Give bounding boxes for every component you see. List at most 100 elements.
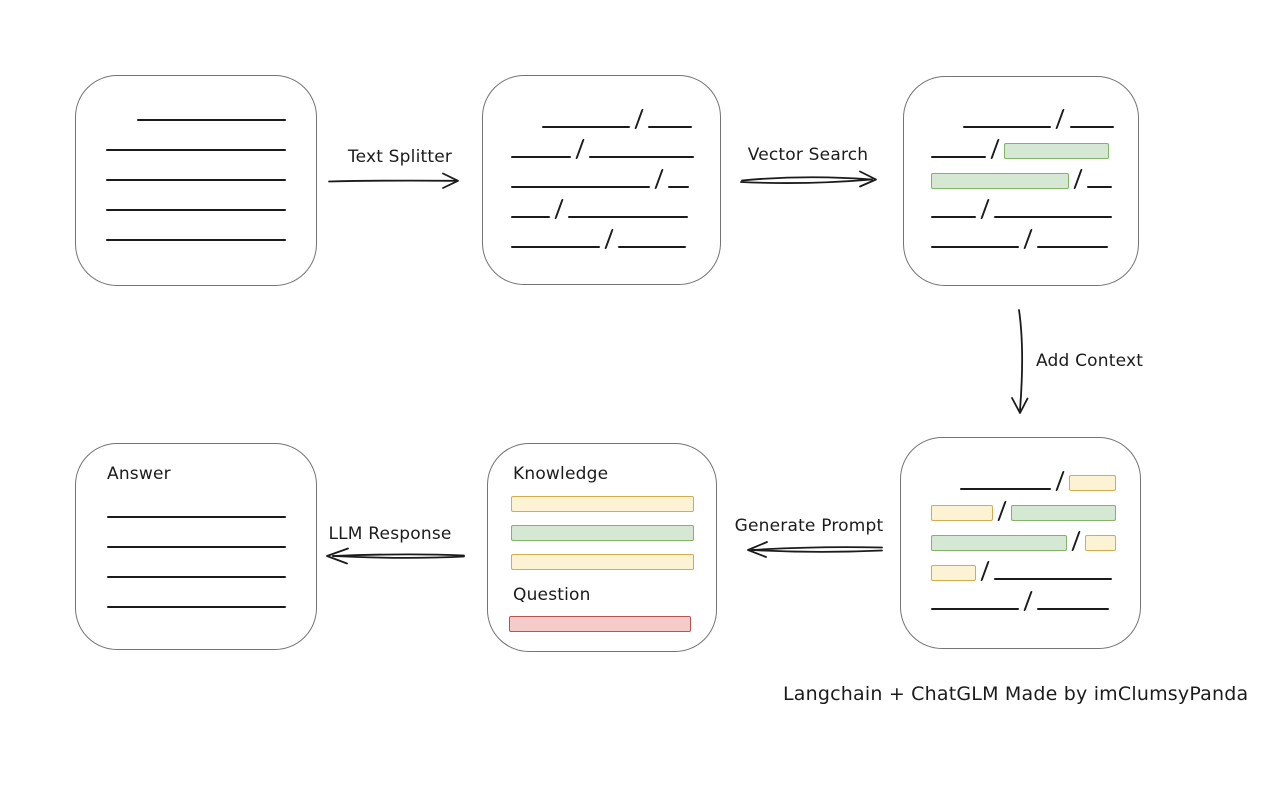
text-line-segment: [1069, 126, 1115, 128]
split-text-node: [482, 75, 721, 285]
answer-title: Answer: [107, 464, 171, 484]
document-text-lines: [76, 76, 316, 242]
text-line-segment: [107, 546, 286, 548]
highlight-chunk-yellow: [931, 505, 993, 521]
text-line-segment: [106, 179, 286, 181]
red-bar: [509, 616, 691, 632]
answer-lines: [76, 444, 316, 609]
slash-separator: [634, 109, 644, 129]
text-line-segment: [511, 156, 572, 158]
text-row: [931, 99, 1115, 129]
highlight-chunk-yellow: [1069, 475, 1116, 491]
text-line-segment: [668, 186, 690, 188]
text-line-segment: [962, 126, 1052, 128]
text-row: [107, 489, 286, 519]
text-line-segment: [568, 216, 689, 218]
text-row: [106, 92, 286, 122]
slash-separator: [1023, 229, 1033, 249]
text-row: [107, 549, 286, 579]
generate-prompt-label: Generate Prompt: [734, 516, 884, 536]
indent-spacer: [931, 128, 963, 129]
indent-spacer: [106, 121, 137, 122]
text-row: [931, 521, 1116, 551]
slash-separator: [575, 139, 585, 159]
split-text-lines: [483, 76, 720, 249]
question-title: Question: [513, 585, 591, 605]
text-line-segment: [931, 156, 986, 158]
highlight-chunk-green: [1011, 505, 1117, 521]
slash-separator: [1073, 169, 1083, 189]
indent-spacer: [511, 128, 542, 129]
highlight-chunk-yellow: [1085, 535, 1116, 551]
text-row: [511, 129, 694, 159]
slash-separator: [1055, 471, 1065, 491]
text-row: [931, 551, 1116, 581]
llm-response-label: LLM Response: [328, 524, 452, 544]
document-node: [75, 75, 317, 286]
green-bar: [511, 525, 694, 541]
slash-separator: [654, 169, 664, 189]
text-line-segment: [931, 216, 976, 218]
text-row: [931, 461, 1116, 491]
highlight-chunk-yellow: [931, 565, 976, 581]
text-line-segment: [1037, 246, 1109, 248]
context-lines: [901, 438, 1140, 611]
slash-separator: [997, 501, 1007, 521]
slash-separator: [1071, 531, 1082, 551]
answer-node: Answer: [75, 443, 317, 650]
vector-search-arrow: [740, 170, 877, 188]
text-row: [106, 152, 286, 182]
slash-separator: [980, 561, 990, 581]
text-row: [106, 122, 286, 152]
vector-matches-node: [903, 76, 1139, 286]
text-line-segment: [1037, 608, 1110, 610]
add-context-arrow: [1011, 309, 1029, 414]
text-row: [106, 212, 286, 242]
slash-separator: [980, 199, 990, 219]
text-row: [931, 219, 1114, 249]
text-line-segment: [511, 216, 550, 218]
text-line-segment: [107, 576, 286, 578]
text-row: [931, 581, 1116, 611]
text-line-segment: [931, 246, 1019, 248]
text-line-segment: [589, 156, 694, 158]
yellow-bar: [511, 496, 694, 512]
text-line-segment: [994, 578, 1113, 580]
highlight-chunk-green: [1004, 143, 1110, 159]
text-row: [931, 129, 1114, 159]
highlight-chunk-green: [931, 173, 1069, 189]
text-line-segment: [542, 126, 630, 128]
vector-search-label: Vector Search: [747, 145, 869, 165]
text-line-segment: [1087, 186, 1113, 188]
text-splitter-label: Text Splitter: [347, 147, 453, 167]
knowledge-bars: [511, 496, 716, 583]
text-line-segment: [107, 516, 286, 518]
text-line-segment: [931, 608, 1019, 610]
text-row: [511, 159, 694, 189]
text-line-segment: [511, 186, 650, 188]
text-line-segment: [648, 126, 693, 128]
slash-separator: [990, 139, 1000, 159]
vector-matches-lines: [904, 77, 1138, 249]
context-node: [900, 437, 1141, 649]
text-row: [511, 99, 694, 129]
text-row: [511, 219, 694, 249]
knowledge-title: Knowledge: [513, 464, 609, 484]
question-bar: [509, 616, 716, 645]
slash-separator: [554, 199, 564, 219]
text-splitter-arrow: [328, 172, 459, 189]
text-row: [511, 189, 694, 219]
text-line-segment: [994, 216, 1113, 218]
llm-response-arrow: [326, 547, 465, 565]
text-row: [931, 189, 1114, 219]
slash-separator: [604, 229, 614, 249]
text-line-segment: [511, 246, 600, 248]
text-line-segment: [106, 239, 286, 241]
text-line-segment: [106, 149, 286, 151]
text-row: [106, 182, 286, 212]
text-row: [931, 491, 1117, 521]
indent-spacer: [931, 490, 960, 491]
generate-prompt-arrow: [747, 541, 883, 558]
text-row: [931, 159, 1114, 189]
